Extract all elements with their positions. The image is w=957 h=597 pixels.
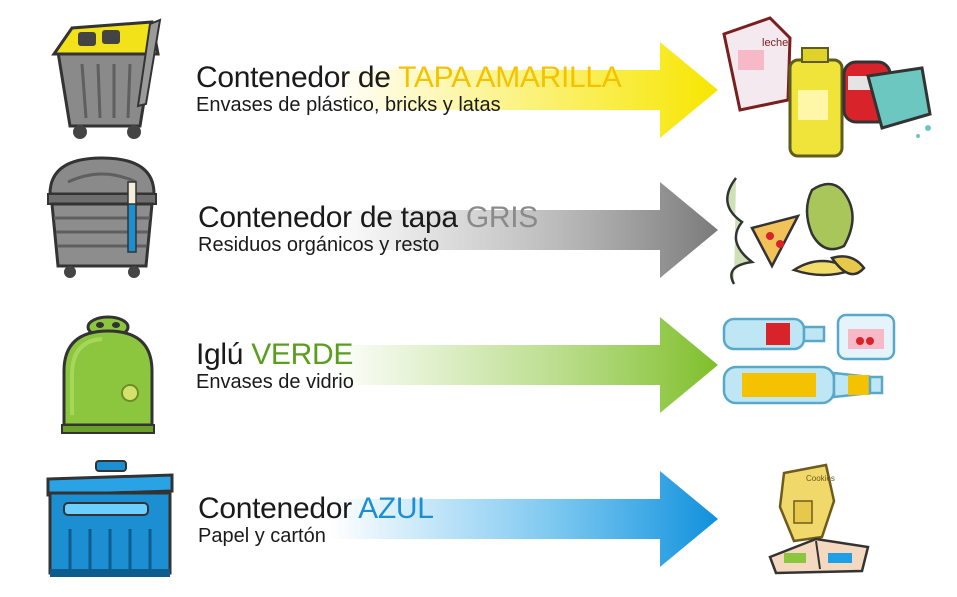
title-highlight: VERDE	[251, 338, 354, 371]
row-gray-container: Contenedor de tapa GRIS Residuos orgánic…	[0, 150, 957, 295]
blue-container-icon	[46, 460, 174, 577]
blue-subtitle: Papel y cartón	[198, 525, 326, 547]
green-igloo-icon	[61, 315, 155, 434]
yellow-subtitle: Envases de plástico, bricks y latas	[196, 94, 501, 116]
blue-arrow	[330, 471, 718, 567]
title-highlight: TAPA AMARILLA	[398, 61, 622, 94]
title-highlight: AZUL	[358, 492, 434, 525]
gray-arrow	[330, 182, 718, 278]
blue-title: Contenedor AZUL	[198, 493, 434, 525]
title-prefix: Contenedor	[198, 492, 359, 525]
cereal-label: Cookies	[806, 474, 835, 483]
green-title: Iglú VERDE	[196, 339, 354, 371]
row-blue-container: Contenedor AZUL Papel y cartón Cookies	[0, 445, 957, 597]
gray-lid-container-icon	[47, 156, 157, 278]
yellow-text: Contenedor de TAPA AMARILLA Envases de p…	[196, 62, 622, 117]
organic-waste-icon	[726, 177, 866, 285]
yellow-title: Contenedor de TAPA AMARILLA	[196, 62, 622, 94]
yellow-lid-container-icon	[51, 18, 162, 139]
yellow-arrow	[330, 42, 718, 138]
green-subtitle: Envases de vidrio	[196, 371, 354, 393]
title-prefix: Iglú	[196, 338, 252, 371]
green-text: Iglú VERDE Envases de vidrio	[196, 339, 354, 394]
title-prefix: Contenedor de tapa	[198, 201, 466, 234]
row-yellow-container: Contenedor de TAPA AMARILLA Envases de p…	[0, 0, 957, 158]
paper-cardboard-icon: Cookies	[768, 463, 870, 575]
milk-label: leche	[762, 37, 788, 49]
title-highlight: GRIS	[465, 201, 539, 234]
packaging-items-icon: leche	[722, 16, 932, 158]
gray-title: Contenedor de tapa GRIS	[198, 202, 538, 234]
glass-bottles-icon	[722, 313, 896, 405]
gray-text: Contenedor de tapa GRIS Residuos orgánic…	[198, 202, 538, 257]
gray-subtitle: Residuos orgánicos y resto	[198, 234, 440, 256]
green-arrow	[330, 317, 718, 413]
blue-text: Contenedor AZUL Papel y cartón	[198, 493, 434, 548]
title-prefix: Contenedor de	[196, 61, 399, 94]
row-green-container: Iglú VERDE Envases de vidrio	[0, 295, 957, 445]
